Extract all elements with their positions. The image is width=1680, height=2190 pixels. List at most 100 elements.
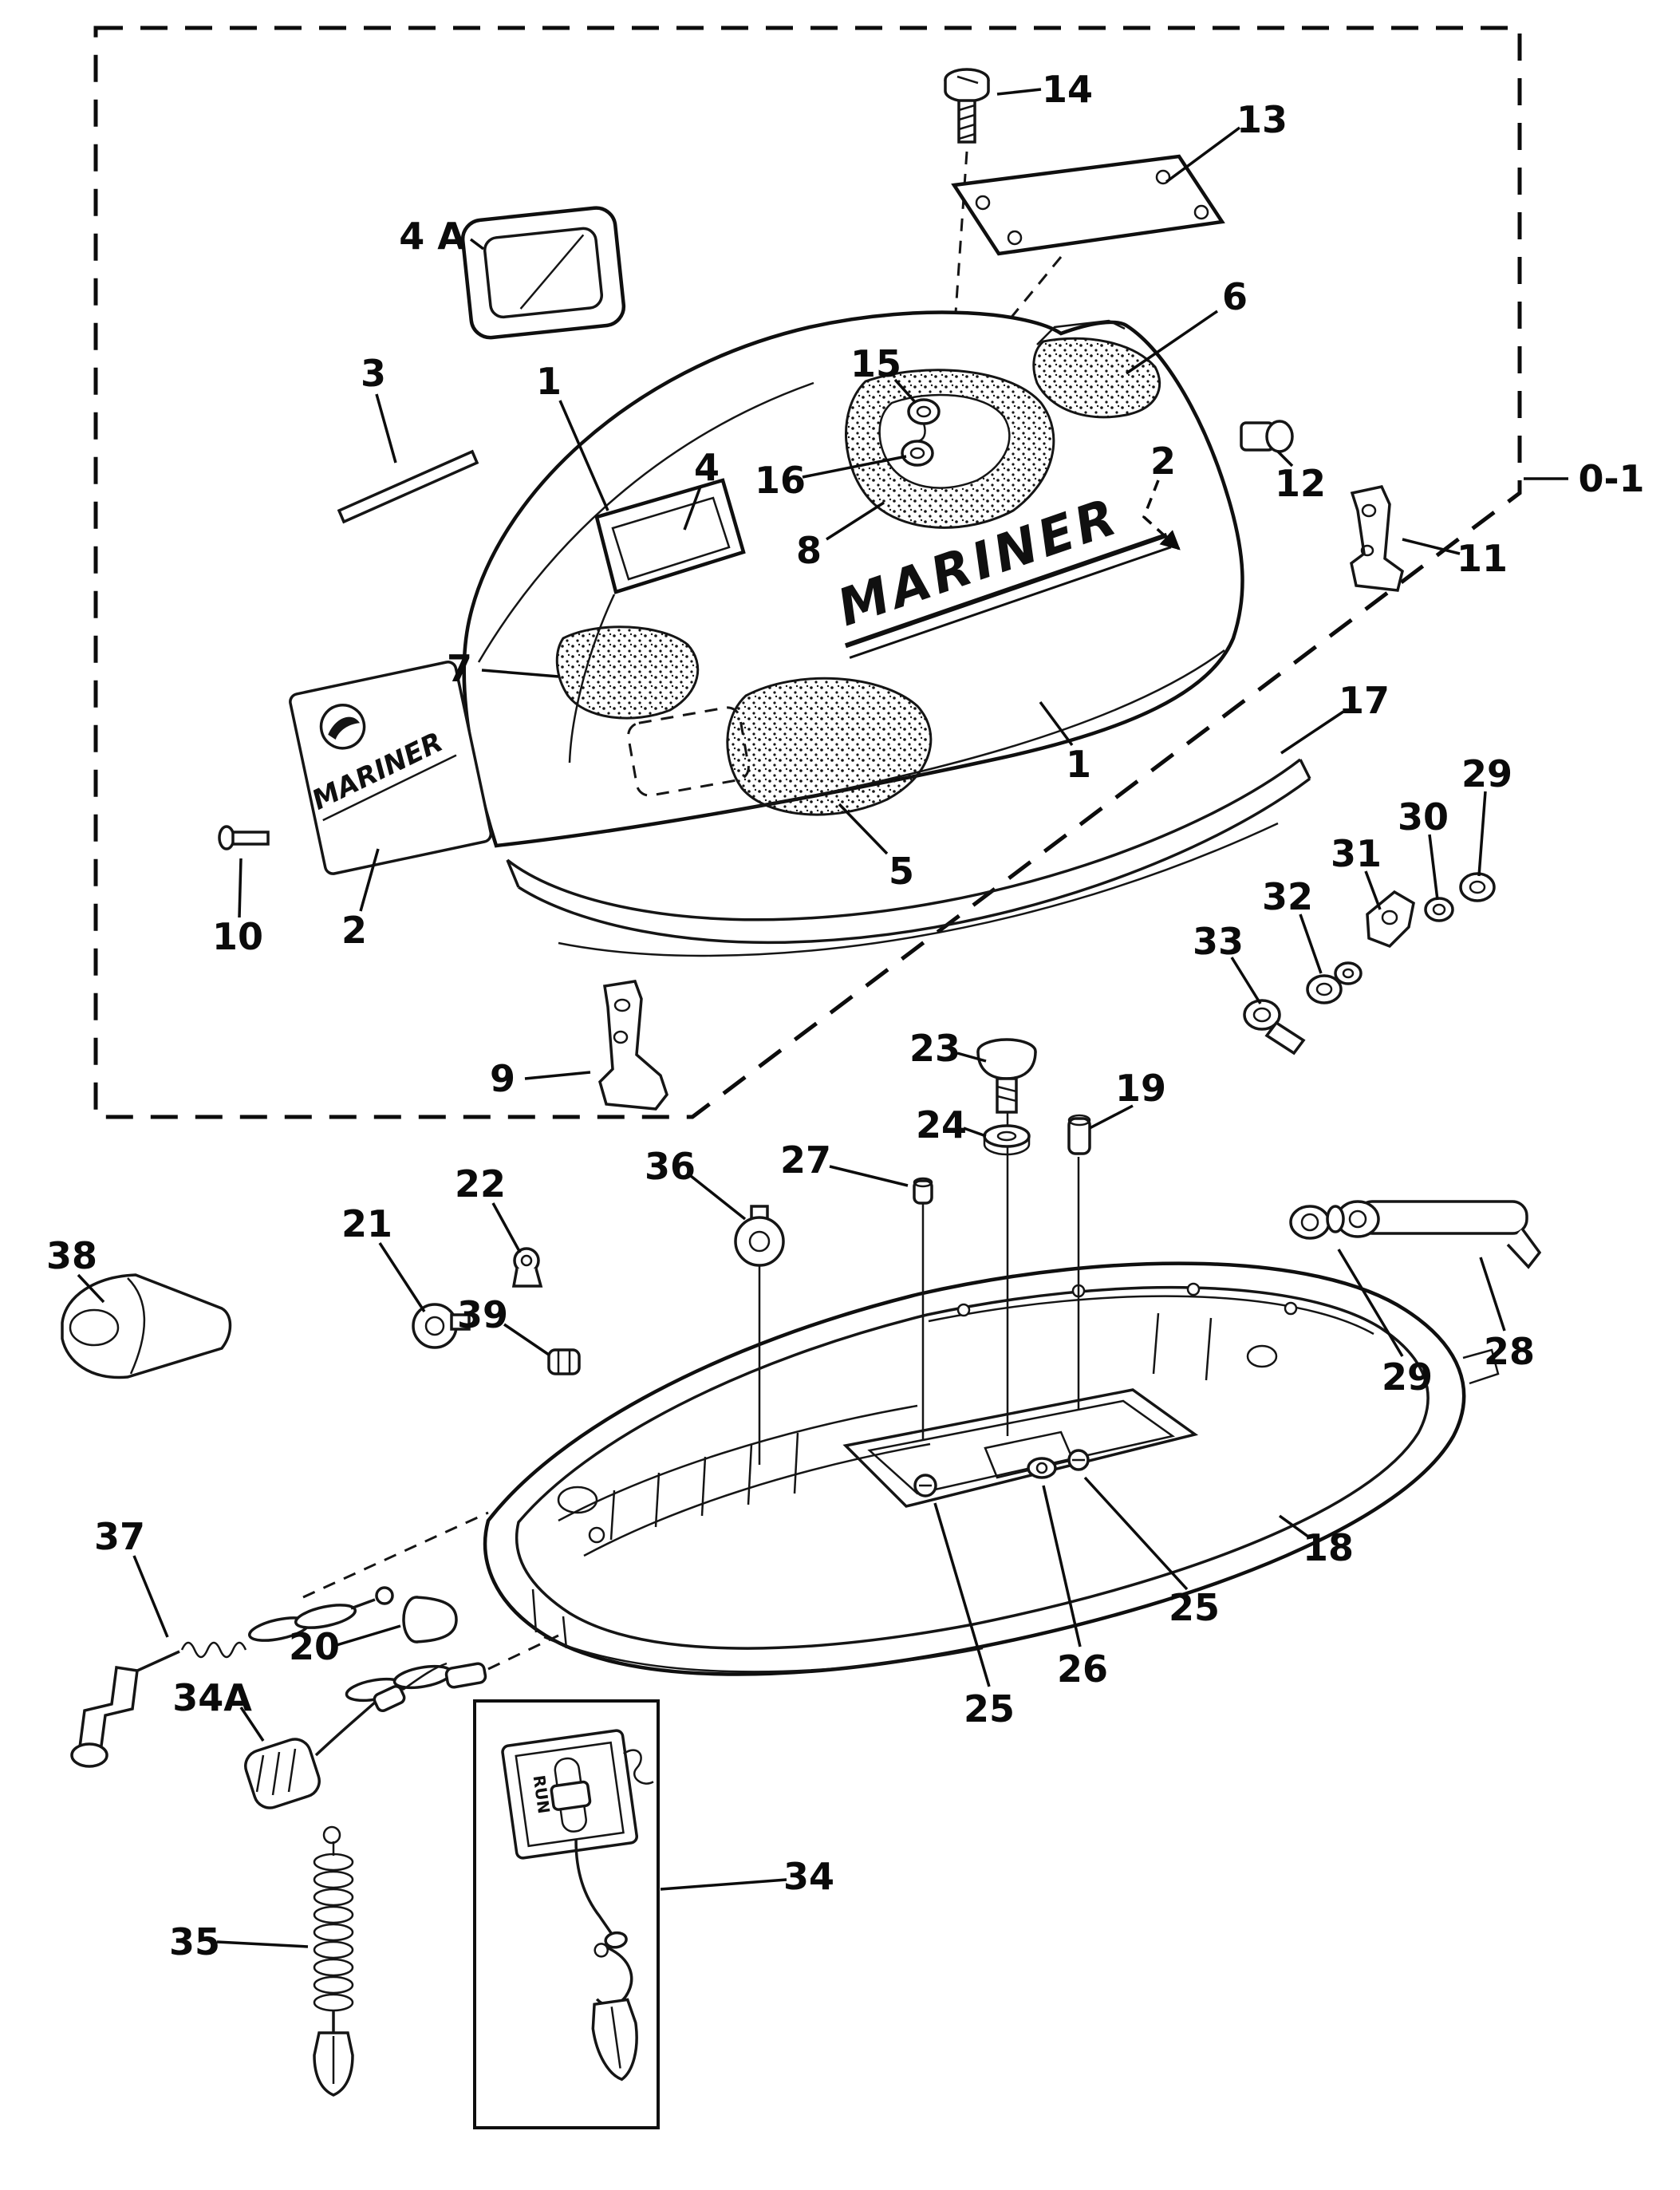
callout-leader-13	[1165, 126, 1241, 183]
callout-leader-37	[132, 1555, 169, 1638]
top-cowl: MARINER	[462, 310, 1244, 848]
pad-7	[555, 625, 700, 720]
grommet-39	[547, 1348, 581, 1375]
callout-leader-3	[375, 393, 397, 464]
callout-leader-5	[838, 803, 889, 855]
cowl-bottom-rim-17	[506, 758, 1311, 957]
callout-20: 20	[289, 1625, 340, 1668]
callout-1: 1	[536, 360, 562, 403]
callout-leader-6	[1126, 310, 1218, 375]
lanyard-spring-35	[313, 1825, 354, 2097]
plate-13	[951, 154, 1225, 256]
washer-32	[1306, 961, 1363, 1004]
callout-10: 10	[212, 915, 263, 958]
vent-recess-6	[1032, 337, 1161, 419]
callout-7: 7	[447, 647, 472, 690]
bracket-11	[1350, 484, 1404, 592]
grommet-36	[734, 1205, 785, 1267]
callout-29: 29	[1461, 752, 1512, 795]
callout-27: 27	[780, 1138, 831, 1182]
callout-leader-15	[893, 378, 917, 404]
callout-leader-2	[1142, 479, 1181, 550]
pin-10	[218, 825, 270, 850]
callout-15: 15	[850, 342, 901, 385]
callout-39: 39	[457, 1293, 508, 1336]
callout-leader-34A	[239, 1707, 265, 1742]
callout-25: 25	[1169, 1586, 1220, 1629]
grommet-15	[907, 398, 941, 425]
callout-leader-36	[689, 1174, 747, 1221]
callout-24: 24	[916, 1103, 967, 1146]
grommet-26	[1027, 1457, 1057, 1479]
callout-34A: 34A	[172, 1676, 252, 1719]
callout-leader-26	[1042, 1485, 1082, 1647]
knob-23	[976, 1038, 1037, 1114]
callout-22: 22	[455, 1162, 506, 1205]
gasket-4a	[460, 206, 626, 340]
callout-2: 2	[1150, 440, 1176, 483]
callout-29: 29	[1382, 1355, 1433, 1399]
callout-23: 23	[909, 1027, 960, 1070]
cap-27	[913, 1177, 933, 1205]
assembly-guide-screw14	[954, 151, 968, 314]
callout-leader-10	[238, 858, 243, 918]
callout-leader-2	[359, 848, 380, 912]
washer-24	[983, 1124, 1031, 1156]
callout-3: 3	[361, 352, 386, 395]
callout-leader-35	[216, 1940, 309, 1948]
callout-leader-28	[1479, 1257, 1506, 1332]
screw-33	[1243, 999, 1306, 1056]
callout-26: 26	[1057, 1647, 1108, 1691]
plug-19	[1067, 1114, 1091, 1155]
callout-38: 38	[46, 1234, 97, 1277]
callout-leader-20	[336, 1624, 401, 1647]
callout-17: 17	[1339, 679, 1390, 722]
callout-5: 5	[889, 850, 914, 893]
callout-leader-14	[996, 88, 1042, 96]
callout-30: 30	[1398, 795, 1449, 839]
callout-25: 25	[964, 1687, 1015, 1730]
callout-leader-12	[1276, 450, 1294, 468]
grommet-21	[412, 1303, 471, 1349]
callout-8: 8	[796, 529, 822, 572]
boot-38	[61, 1273, 232, 1379]
intake-opening-4	[594, 478, 746, 594]
ring-30	[1424, 897, 1454, 922]
callout-9: 9	[490, 1057, 515, 1100]
callout-leader-34	[660, 1878, 787, 1891]
mariner-decal-2: MARINER	[289, 661, 493, 875]
callout-leader-9	[524, 1071, 591, 1080]
choke-knob-20	[402, 1596, 458, 1643]
callout-11: 11	[1457, 537, 1508, 580]
callout-14: 14	[1042, 68, 1093, 111]
callout-21: 21	[341, 1202, 392, 1245]
bottom-cowl-18	[483, 1261, 1500, 1676]
callout-18: 18	[1303, 1526, 1354, 1569]
callout-leader-33	[1230, 957, 1262, 1004]
callout-31: 31	[1331, 832, 1382, 875]
screw-14	[944, 68, 990, 144]
callout-leader-8	[826, 501, 885, 541]
callout-leader-38	[77, 1273, 105, 1304]
clip-22	[511, 1247, 543, 1288]
callout-19: 19	[1115, 1067, 1166, 1110]
grommet-29-lower	[1289, 1205, 1345, 1240]
callout-leader-4 A	[469, 238, 485, 251]
callout-leader-1	[1039, 700, 1074, 747]
callout-leader-4	[683, 486, 702, 531]
callout-leader-25	[1083, 1476, 1189, 1591]
callout-leader-18	[1278, 1514, 1310, 1538]
callout-6: 6	[1222, 275, 1248, 318]
callout-leader-19	[1089, 1104, 1134, 1130]
callout-leader-24	[963, 1127, 987, 1138]
callout-leader-31	[1364, 870, 1382, 910]
callout-37: 37	[94, 1515, 145, 1558]
bracket-31	[1366, 890, 1415, 949]
callout-leader-27	[829, 1165, 909, 1187]
callout-13: 13	[1236, 98, 1288, 141]
strip-3	[337, 449, 479, 524]
callout-leader-29	[1477, 791, 1487, 877]
callout-leader-11	[1402, 538, 1461, 555]
plug-12	[1240, 420, 1294, 453]
